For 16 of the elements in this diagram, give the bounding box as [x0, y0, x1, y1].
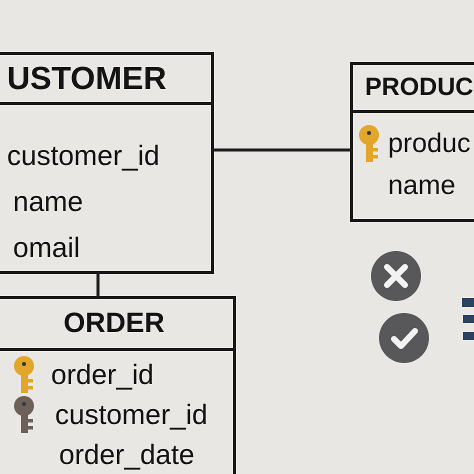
attribute-name: customer_id: [55, 398, 208, 432]
connector-line: [96, 274, 100, 296]
entity-table: [0, 52, 214, 274]
attribute-name: name: [13, 186, 84, 218]
connector-line: [214, 148, 350, 152]
attribute-name: produc: [388, 128, 471, 160]
attribute-name: customer_id: [7, 140, 160, 172]
entity-name: ORDER: [63, 308, 165, 339]
attribute-name: order_date: [59, 438, 194, 472]
entity-name: PRODUC: [365, 74, 474, 102]
attribute-name: omail: [13, 232, 80, 264]
attribute-name: order_id: [51, 358, 154, 392]
entity-name: USTOMER: [7, 60, 166, 96]
entity-table: [350, 62, 474, 222]
attribute-name: name: [388, 170, 456, 202]
entity-table: [0, 296, 236, 474]
